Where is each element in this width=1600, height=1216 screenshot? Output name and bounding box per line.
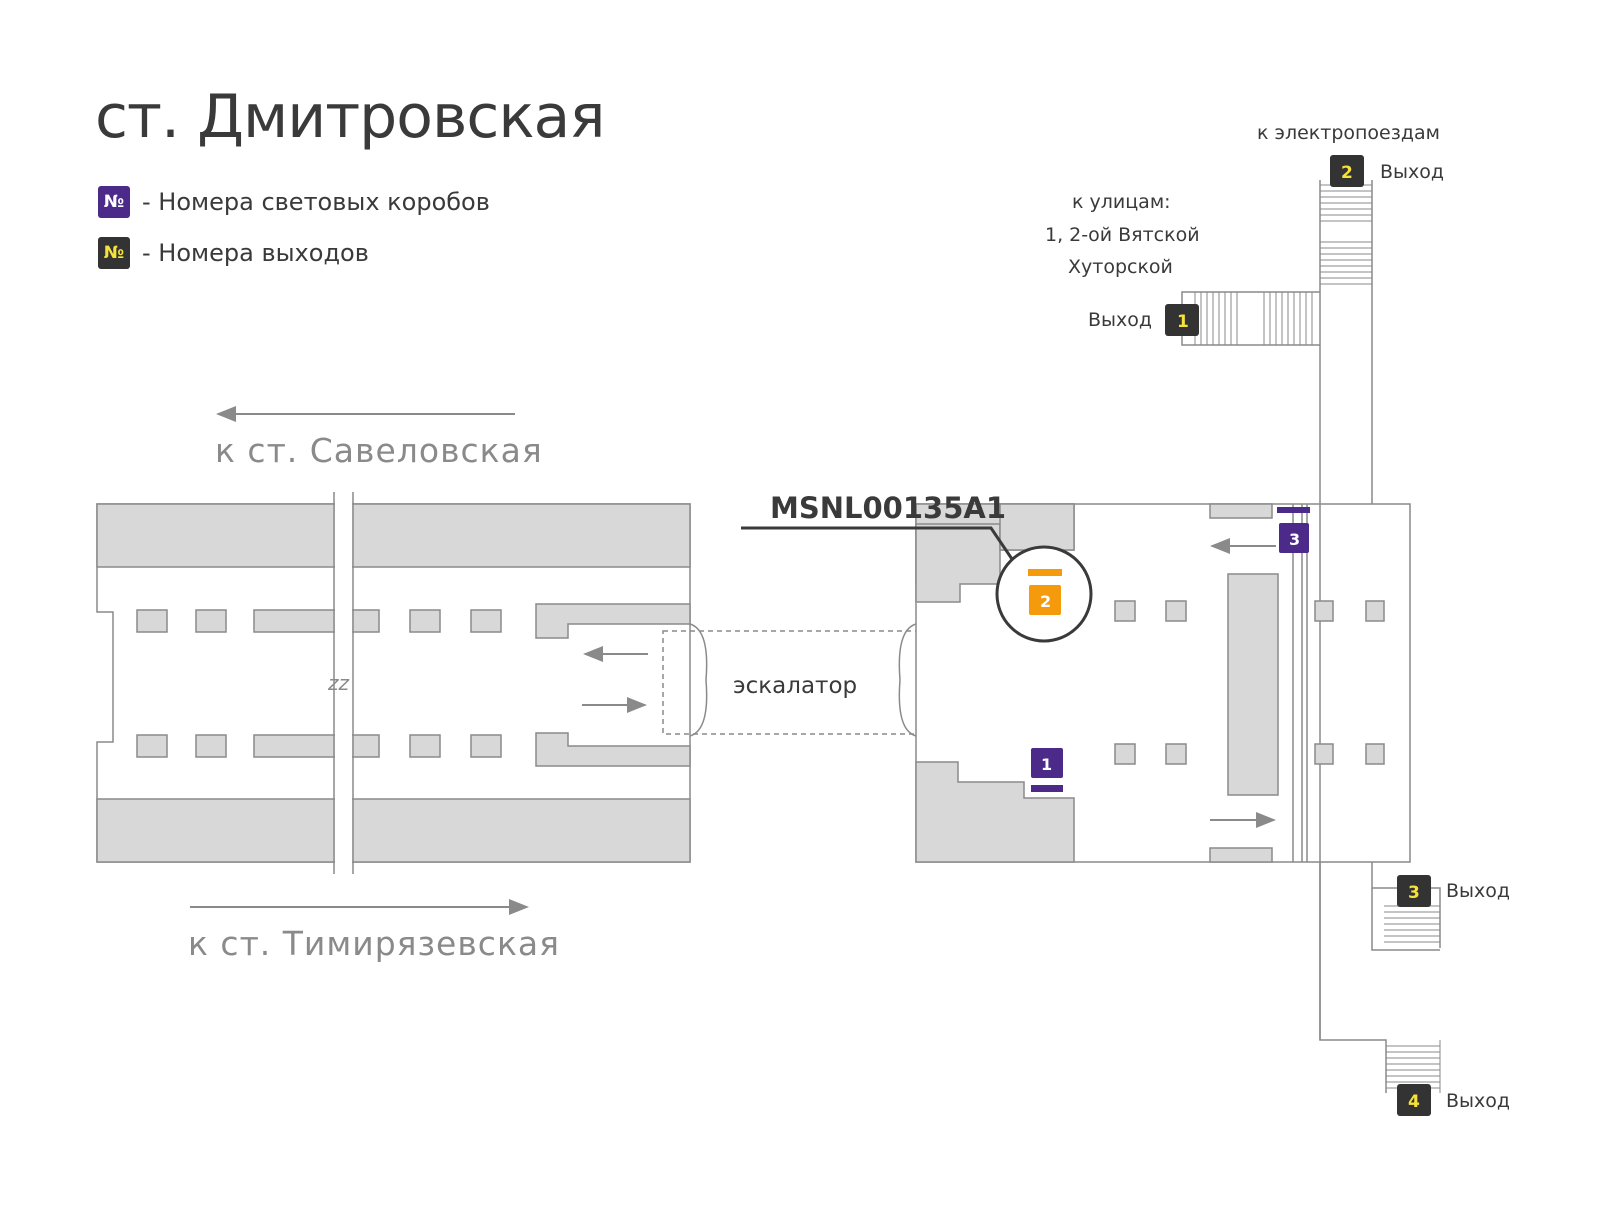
lightbox-2: 2	[1028, 569, 1062, 615]
direction-savelovskaya: к ст. Савеловская	[215, 431, 543, 470]
zz-label: zz	[327, 671, 349, 695]
highlight-code: MSNL00135A1	[770, 491, 1006, 525]
exit-3: 3 Выход	[1397, 875, 1510, 907]
direction-streets-1: к улицам:	[1072, 191, 1171, 213]
exit-2-number: 2	[1341, 163, 1353, 183]
right-pillars	[1314, 600, 1385, 765]
exit-4: 4 Выход	[1397, 1084, 1510, 1116]
escalator	[662, 623, 999, 737]
exit-2: 2 Выход	[1330, 155, 1444, 187]
exit-1-label: Выход	[1088, 309, 1152, 331]
lightbox-1-number: 1	[1041, 755, 1052, 774]
legend-exit-label: - Номера выходов	[142, 239, 369, 267]
lightbox-symbol: №	[98, 186, 130, 218]
exit-3-label: Выход	[1446, 880, 1510, 902]
legend-exit: № - Номера выходов	[98, 237, 369, 269]
lightbox-2-number: 2	[1040, 592, 1051, 611]
direction-trains: к электропоездам	[1257, 122, 1440, 144]
lightbox-3-number: 3	[1289, 530, 1300, 549]
exit-symbol: №	[98, 237, 130, 269]
exit-3-number: 3	[1408, 883, 1420, 903]
stairs	[1194, 184, 1441, 1093]
escalator-label: эскалатор	[733, 673, 857, 699]
page-title: ст. Дмитровская	[95, 82, 605, 152]
exit-1-number: 1	[1177, 312, 1189, 332]
lightbox-3: 3	[1277, 507, 1310, 553]
direction-streets-2: 1, 2-ой Вятской	[1045, 224, 1200, 246]
platform	[96, 503, 691, 863]
exit-2-label: Выход	[1380, 161, 1444, 183]
hall	[915, 503, 1321, 863]
legend-lightbox: № - Номера световых коробов	[98, 186, 490, 218]
direction-timiryazevskaya: к ст. Тимирязевская	[188, 924, 560, 963]
exit-4-label: Выход	[1446, 1090, 1510, 1112]
lightbox-1: 1	[1031, 748, 1063, 792]
exit-1: 1 Выход	[1088, 304, 1199, 336]
direction-streets-3: Хуторской	[1068, 256, 1173, 278]
break-line	[333, 492, 354, 874]
exit-4-number: 4	[1408, 1092, 1420, 1112]
legend-lightbox-label: - Номера световых коробов	[142, 188, 490, 216]
